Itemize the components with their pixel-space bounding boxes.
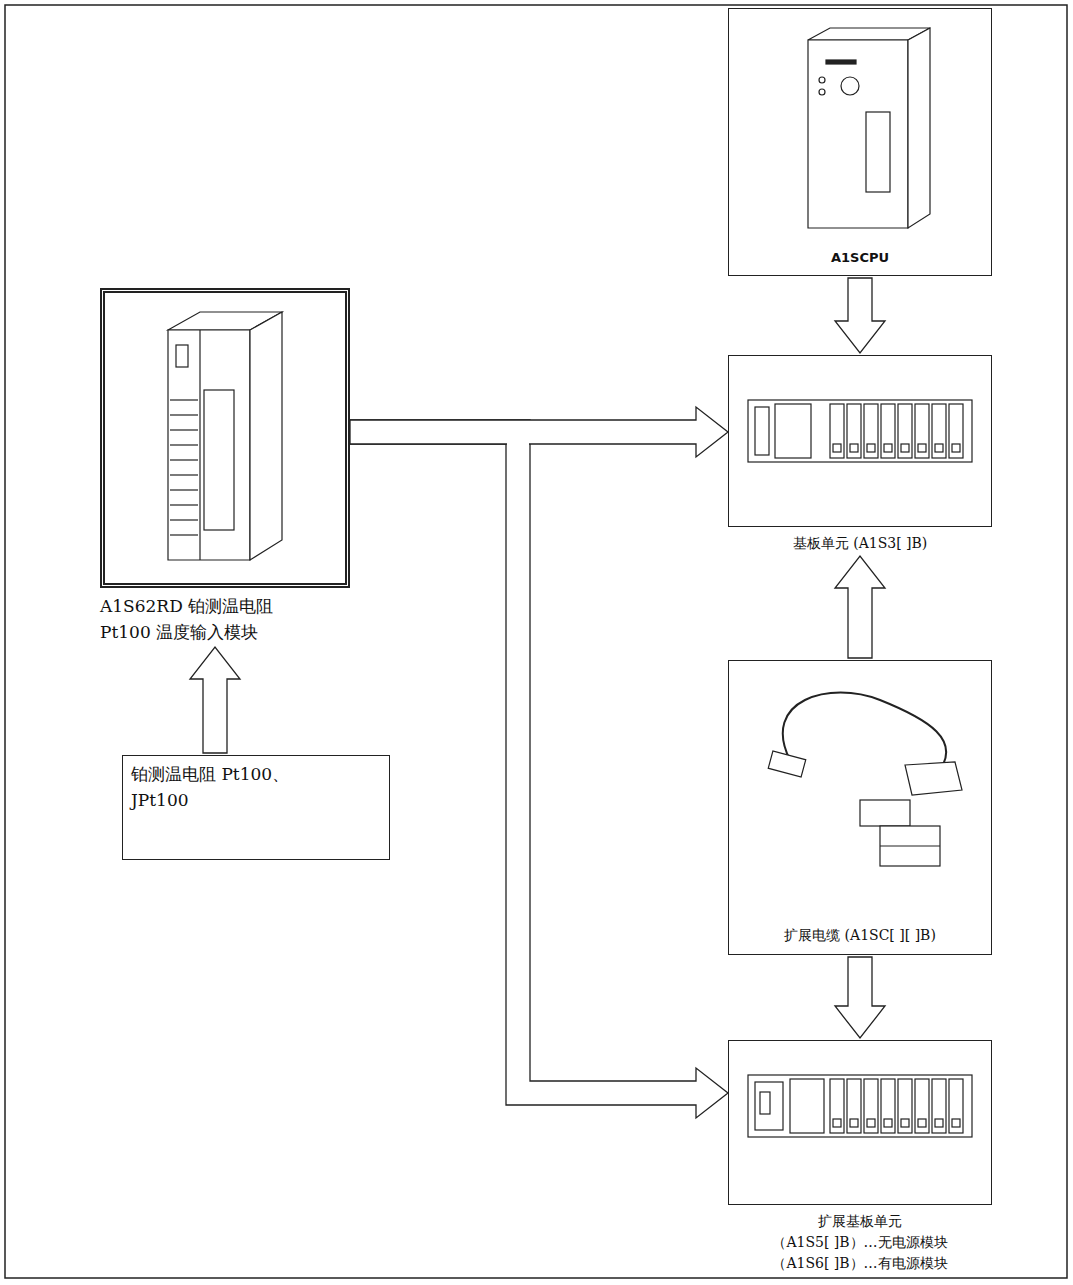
stroke xyxy=(170,399,198,400)
stroke xyxy=(170,504,198,505)
component-box: 基板单元 (A1S3[ ]B) xyxy=(728,355,992,554)
stroke xyxy=(935,444,943,452)
block-arrow xyxy=(350,407,728,457)
stroke xyxy=(918,1119,926,1127)
ext-base-illustration xyxy=(748,1075,972,1137)
component-box: 铂测温电阻 Pt100、 JPt100 xyxy=(122,755,390,860)
stroke xyxy=(915,1079,929,1133)
stroke xyxy=(884,444,892,452)
stroke xyxy=(170,429,198,430)
cpu-illustration xyxy=(808,28,930,228)
stroke xyxy=(833,444,841,452)
stroke xyxy=(833,1119,841,1127)
stroke xyxy=(898,1079,912,1133)
box-frame: 扩展电缆 (A1SC[ ][ ]B) xyxy=(728,660,992,955)
block-arrow xyxy=(835,556,885,658)
stroke xyxy=(952,1119,960,1127)
stroke xyxy=(884,1119,892,1127)
stroke xyxy=(867,444,875,452)
module-illustration xyxy=(168,312,282,560)
box-frame xyxy=(100,288,350,588)
text-holder: A1SCPU xyxy=(733,248,987,268)
stroke xyxy=(952,444,960,452)
text-holder: 铂测温电阻 Pt100、 JPt100 xyxy=(122,755,390,860)
stroke xyxy=(935,1119,943,1127)
stroke xyxy=(901,444,909,452)
stroke xyxy=(915,404,929,458)
stroke xyxy=(170,444,198,445)
component-box: 扩展基板单元（A1S5[ ]B）…无电源模块（A1S6[ ]B）…有电源模块 xyxy=(728,1040,992,1274)
stroke xyxy=(170,489,198,490)
stroke xyxy=(864,1079,878,1133)
node-label: 铂测温电阻 Pt100、 JPt100 xyxy=(131,762,331,813)
node-label: A1S62RD 铂测温电阻 Pt100 温度输入模块 xyxy=(100,594,292,645)
stroke xyxy=(864,404,878,458)
stroke xyxy=(898,404,912,458)
stroke xyxy=(170,534,198,535)
text-holder: 基板单元 (A1S3[ ]B) xyxy=(728,527,992,554)
node-label: 扩展基板单元 xyxy=(728,1211,992,1232)
cable-illustration xyxy=(768,693,962,867)
text-holder: 扩展电缆 (A1SC[ ][ ]B) xyxy=(733,925,987,946)
node-label: 基板单元 (A1S3[ ]B) xyxy=(728,533,992,554)
stroke xyxy=(850,1119,858,1127)
box-frame: A1SCPU xyxy=(728,8,992,276)
component-box: A1SCPU xyxy=(728,8,992,276)
stroke xyxy=(949,404,963,458)
stroke xyxy=(847,404,861,458)
stroke xyxy=(881,1079,895,1133)
stroke xyxy=(170,414,198,415)
stroke xyxy=(932,1079,946,1133)
component-box: A1S62RD 铂测温电阻 Pt100 温度输入模块 xyxy=(100,288,350,645)
text-holder: 扩展基板单元（A1S5[ ]B）…无电源模块（A1S6[ ]B）…有电源模块 xyxy=(728,1205,992,1274)
stroke xyxy=(901,1119,909,1127)
block-arrow xyxy=(835,957,885,1038)
stroke xyxy=(170,459,198,460)
block-arrow xyxy=(190,647,240,753)
node-label: （A1S5[ ]B）…无电源模块 xyxy=(728,1232,992,1253)
box-frame xyxy=(728,1040,992,1205)
stroke xyxy=(847,1079,861,1133)
box-frame xyxy=(728,355,992,527)
stroke xyxy=(932,404,946,458)
stroke xyxy=(170,519,198,520)
stroke xyxy=(830,404,844,458)
base-illustration xyxy=(748,400,972,462)
block-arrow xyxy=(835,278,885,353)
stroke xyxy=(949,1079,963,1133)
stroke xyxy=(850,444,858,452)
stroke xyxy=(867,1119,875,1127)
text-holder: A1S62RD 铂测温电阻 Pt100 温度输入模块 xyxy=(100,588,350,645)
stroke xyxy=(881,404,895,458)
node-label: （A1S6[ ]B）…有电源模块 xyxy=(728,1253,992,1274)
block-arrow xyxy=(350,420,728,1118)
stroke xyxy=(918,444,926,452)
outer-border xyxy=(5,5,1067,1278)
stroke xyxy=(830,1079,844,1133)
stroke xyxy=(170,474,198,475)
node-label: A1SCPU xyxy=(733,248,987,268)
component-box: 扩展电缆 (A1SC[ ][ ]B) xyxy=(728,660,992,955)
junction-opening xyxy=(507,442,529,446)
node-label: 扩展电缆 (A1SC[ ][ ]B) xyxy=(733,925,987,946)
